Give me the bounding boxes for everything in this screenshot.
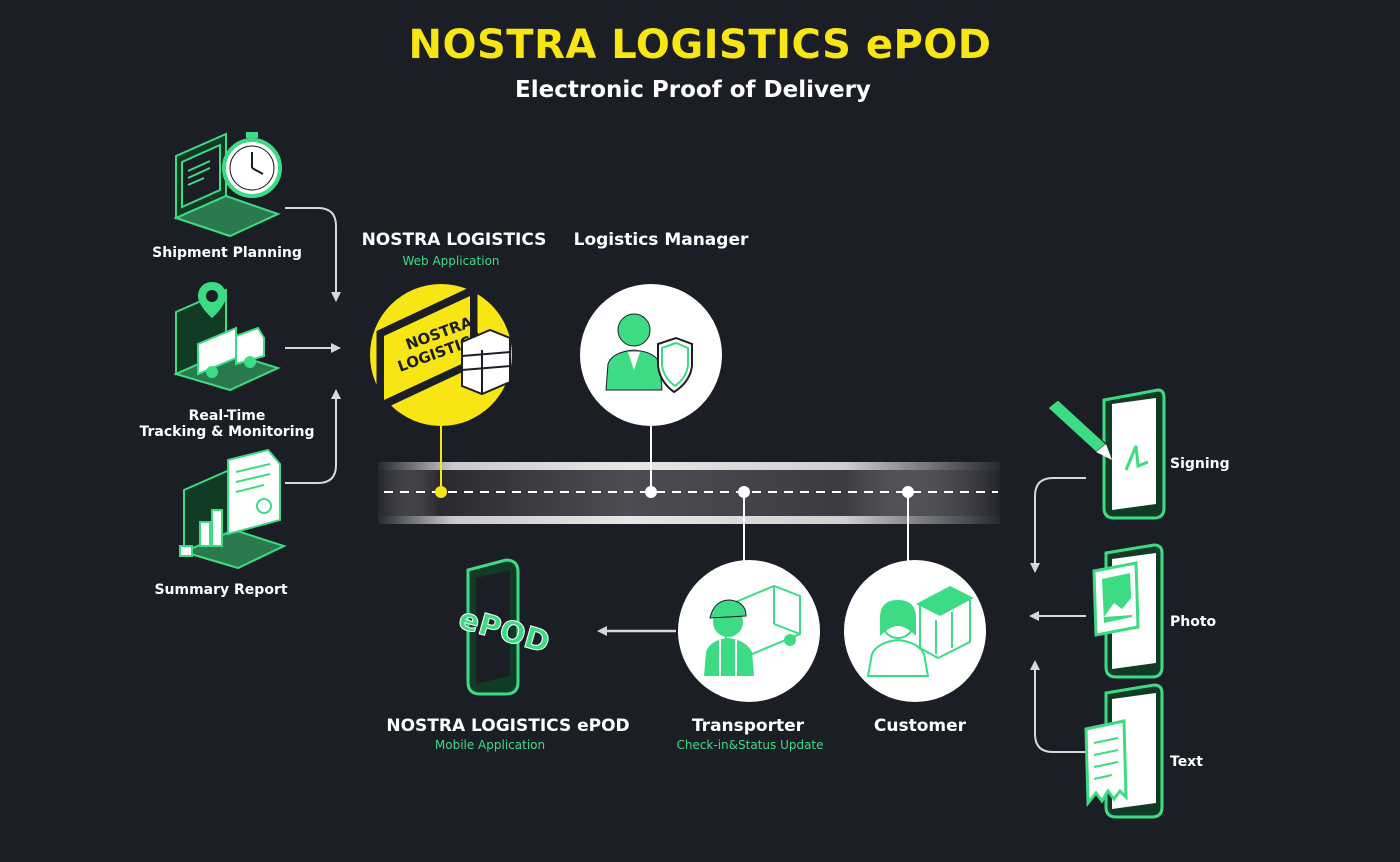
feature-tracking-label-line2: Tracking & Monitoring <box>139 424 315 440</box>
laptop-report-icon <box>179 448 287 570</box>
laptop-stopwatch-icon <box>173 132 282 238</box>
transporter-type: Check-in&Status Update <box>676 738 824 752</box>
web-app-name: NOSTRA LOGISTICS <box>361 230 547 250</box>
driver-truck-icon <box>704 584 801 676</box>
manager-name: Logistics Manager <box>573 230 749 250</box>
customer-store-icon <box>866 586 974 677</box>
arrow-shipment <box>285 207 341 302</box>
monitor-server-icon: NOSTRA LOGISTICS <box>376 283 511 413</box>
page-title: NOSTRA LOGISTICS ePOD <box>408 22 992 68</box>
manager-shield-icon <box>605 313 693 394</box>
feature-signing-label: Signing <box>1170 456 1230 472</box>
mobile-app-type: Mobile Application <box>434 738 546 752</box>
mobile-app-name: NOSTRA LOGISTICS ePOD <box>386 716 630 736</box>
arrow-text <box>1030 660 1086 753</box>
feature-summary-report-label: Summary Report <box>154 582 288 598</box>
transporter-name: Transporter <box>691 716 805 736</box>
node-web <box>435 486 447 498</box>
node-manager <box>645 486 657 498</box>
page-subtitle: Electronic Proof of Delivery <box>515 77 871 103</box>
phone-photo-icon <box>1092 543 1164 679</box>
feature-text-label: Text <box>1170 754 1203 770</box>
feature-photo-label: Photo <box>1170 614 1217 630</box>
arrow-signing <box>1030 477 1086 573</box>
feature-shipment-planning-label: Shipment Planning <box>152 245 302 261</box>
phone-receipt-icon <box>1084 683 1164 819</box>
customer-name: Customer <box>873 716 967 736</box>
phone-pen-icon <box>1047 388 1166 520</box>
feature-tracking-label-line1: Real-Time <box>188 408 266 424</box>
phone-epod-icon: ePOD <box>454 558 554 696</box>
node-customer <box>902 486 914 498</box>
web-app-type: Web Application <box>402 254 500 268</box>
laptop-truck-icon <box>173 282 281 392</box>
node-transporter <box>738 486 750 498</box>
arrow-summary <box>285 389 341 484</box>
